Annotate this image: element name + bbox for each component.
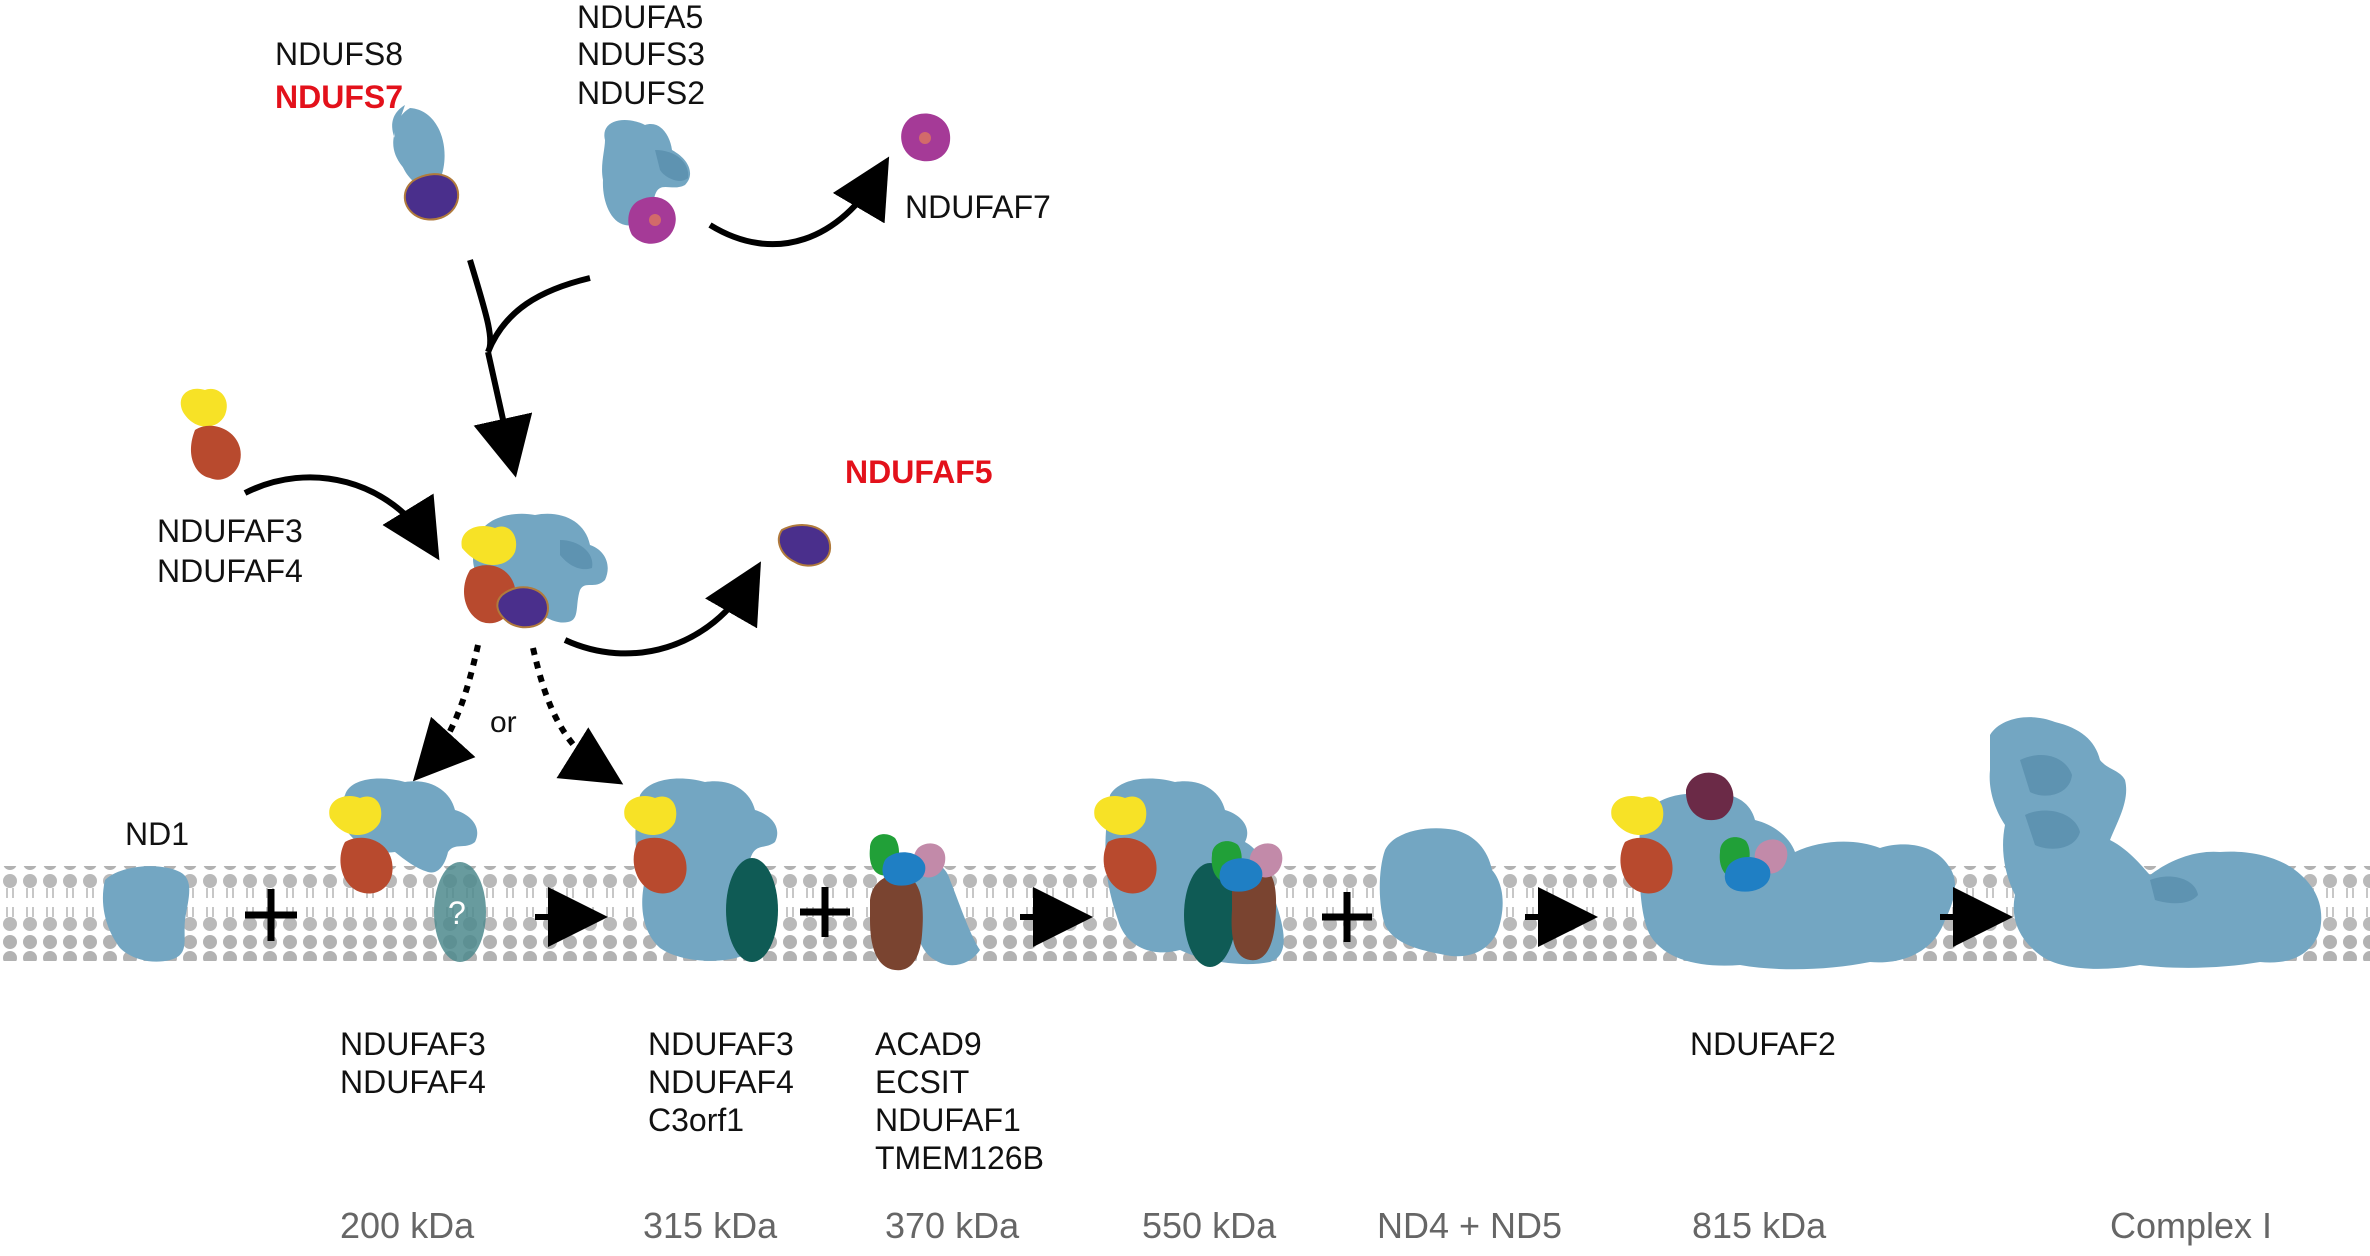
label-ndufaf4-top: NDUFAF4 [157, 553, 303, 589]
ndufaf5-free [777, 524, 832, 567]
label-ndufaf7: NDUFAF7 [905, 189, 1051, 225]
mass-nd4-nd5: ND4 + ND5 [1377, 1205, 1562, 1246]
label-370-ndufaf1: NDUFAF1 [875, 1102, 1021, 1138]
label-815-ndufaf2: NDUFAF2 [1690, 1026, 1836, 1062]
label-370-ecsit: ECSIT [875, 1064, 969, 1100]
unknown-factor [434, 862, 486, 962]
label-ndufs8: NDUFS8 [275, 36, 403, 72]
label-ndufs7: NDUFS7 [275, 79, 403, 115]
ndufs7-shape [403, 173, 460, 221]
mass-370kda: 370 kDa [885, 1205, 1020, 1246]
complex-315kda [624, 778, 778, 962]
plus-sign-2 [800, 887, 850, 937]
complex-815kda [1611, 772, 1956, 970]
mass-815kda: 815 kDa [1692, 1205, 1827, 1246]
nd4-nd5-shape [1379, 828, 1503, 957]
arrow-merge [467, 259, 591, 478]
complex-i-shape [1989, 717, 2322, 969]
complex-550kda [1094, 778, 1284, 967]
dotted-arrow-left [412, 644, 481, 782]
arrow-ndufaf34-join [243, 474, 440, 561]
dotted-arrow-right [530, 647, 624, 785]
plus-sign-1 [245, 889, 297, 941]
mass-315kda: 315 kDa [643, 1205, 778, 1246]
label-370-acad9: ACAD9 [875, 1026, 982, 1062]
mass-550kda: 550 kDa [1142, 1205, 1277, 1246]
label-ndufaf3-top: NDUFAF3 [157, 513, 303, 549]
arrow-release-ndufaf7 [708, 156, 890, 248]
label-or: or [490, 706, 517, 739]
mass-complex-i: Complex I [2110, 1205, 2272, 1246]
complex-370kda [869, 834, 980, 971]
ndufaf7-free [901, 113, 951, 162]
label-315-c3orf1: C3orf1 [648, 1102, 744, 1138]
label-nd1: ND1 [125, 816, 189, 852]
label-315-ndufaf4: NDUFAF4 [648, 1064, 794, 1100]
label-200-ndufaf4: NDUFAF4 [340, 1064, 486, 1100]
question-mark: ? [448, 895, 466, 931]
ndufaf3-ndufaf4-free [180, 388, 241, 480]
label-ndufa5: NDUFA5 [577, 0, 703, 35]
label-200-ndufaf3: NDUFAF3 [340, 1026, 486, 1062]
label-ndufs2: NDUFS2 [577, 75, 705, 111]
label-370-tmem126b: TMEM126B [875, 1140, 1044, 1176]
arrow-release-ndufaf5 [563, 561, 761, 657]
ndufa5-ndufs3-ndufs2-module [602, 120, 691, 244]
plus-sign-3 [1322, 892, 1372, 942]
label-ndufs3: NDUFS3 [577, 36, 705, 72]
complex-200kda: ? [329, 778, 486, 962]
ndufs8-ndufs7-module [392, 105, 460, 221]
c3orf1-shape [726, 858, 778, 962]
central-intermediate [461, 513, 608, 629]
mass-200kda: 200 kDa [340, 1205, 475, 1246]
label-ndufaf5: NDUFAF5 [845, 454, 993, 490]
ndufaf2-shape [1685, 772, 1734, 821]
label-315-ndufaf3: NDUFAF3 [648, 1026, 794, 1062]
nd1-shape [102, 866, 190, 962]
